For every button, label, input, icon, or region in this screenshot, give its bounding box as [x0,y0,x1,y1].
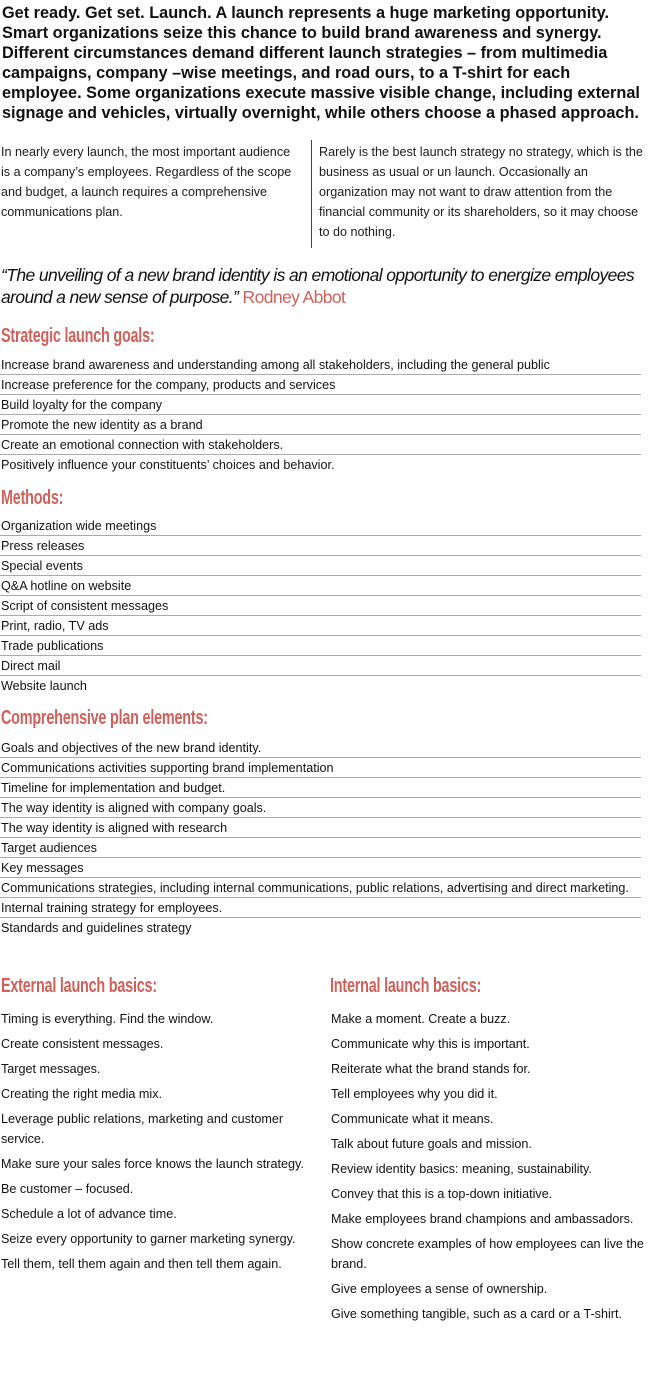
list-item: Communications strategies, including int… [0,878,641,898]
list-item: Goals and objectives of the new brand id… [0,738,641,758]
plan-list: Goals and objectives of the new brand id… [0,738,641,937]
internal-list: Make a moment. Create a buzz. Communicate… [330,1009,650,1329]
list-item: Be customer – focused. [1,1182,134,1196]
list-item: Q&A hotline on website [0,576,641,596]
list-item: Promote the new identity as a brand [0,415,641,435]
list-item: Communicate what it means. [331,1112,494,1126]
lead-paragraph: Get ready. Get set. Launch. A launch rep… [2,4,640,122]
list-item: Timing is everything. Find the window. [1,1012,214,1026]
list-item: Show concrete examples of how employees … [331,1237,644,1271]
methods-heading: Methods: [1,487,64,509]
list-item: Create an emotional connection with stak… [0,435,641,455]
list-item: Reiterate what the brand stands for. [331,1062,531,1076]
list-item: Trade publications [0,636,641,656]
list-item: Review identity basics: meaning, sustain… [331,1162,592,1176]
list-item: Timeline for implementation and budget. [0,778,641,798]
goals-heading: Strategic launch goals: [1,325,155,347]
list-item: Standards and guidelines strategy [1,921,192,935]
plan-heading: Comprehensive plan elements: [1,707,208,729]
list-item: Increase preference for the company, pro… [0,375,641,395]
list-item: Convey that this is a top-down initiativ… [331,1187,553,1201]
external-heading: External launch basics: [1,975,157,997]
list-item: Website launch [1,679,87,693]
list-item: Increase brand awareness and understandi… [0,355,641,375]
external-list: Timing is everything. Find the window. Cr… [0,1009,320,1279]
list-item: Organization wide meetings [0,516,641,536]
internal-heading: Internal launch basics: [330,975,482,997]
list-item: Tell them, tell them again and then tell… [1,1257,282,1271]
list-item: Communications activities supporting bra… [0,758,641,778]
list-item: Press releases [0,536,641,556]
list-item: Leverage public relations, marketing and… [1,1112,284,1146]
list-item: Create consistent messages. [1,1037,164,1051]
list-item: Key messages [0,858,641,878]
list-item: Talk about future goals and mission. [331,1137,532,1151]
list-item: Positively influence your constituents’ … [1,458,335,472]
list-item: Make sure your sales force knows the lau… [1,1157,304,1171]
list-item: The way identity is aligned with company… [0,798,641,818]
list-item: Special events [0,556,641,576]
column-divider [311,140,312,248]
list-item: The way identity is aligned with researc… [0,818,641,838]
list-item: Script of consistent messages [0,596,641,616]
intro-column-right: Rarely is the best launch strategy no st… [319,145,643,239]
list-item: Communicate why this is important. [331,1037,530,1051]
list-item: Tell employees why you did it. [331,1087,498,1101]
quote-author: Rodney Abbot [242,287,346,307]
list-item: Target audiences [0,838,641,858]
list-item: Internal training strategy for employees… [0,898,641,918]
goals-list: Increase brand awareness and understandi… [0,355,641,474]
list-item: Seize every opportunity to garner market… [1,1232,296,1246]
list-item: Target messages. [1,1062,101,1076]
list-item: Print, radio, TV ads [0,616,641,636]
quote-text: “The unveiling of a new brand identity i… [1,265,635,307]
list-item: Make employees brand champions and ambas… [331,1212,634,1226]
list-item: Give employees a sense of ownership. [331,1282,548,1296]
list-item: Direct mail [0,656,641,676]
pull-quote: “The unveiling of a new brand identity i… [1,264,649,308]
list-item: Schedule a lot of advance time. [1,1207,177,1221]
list-item: Make a moment. Create a buzz. [331,1012,511,1026]
list-item: Build loyalty for the company [0,395,641,415]
list-item: Give something tangible, such as a card … [331,1307,622,1321]
intro-column-left: In nearly every launch, the most importa… [1,145,292,219]
list-item: Creating the right media mix. [1,1087,162,1101]
